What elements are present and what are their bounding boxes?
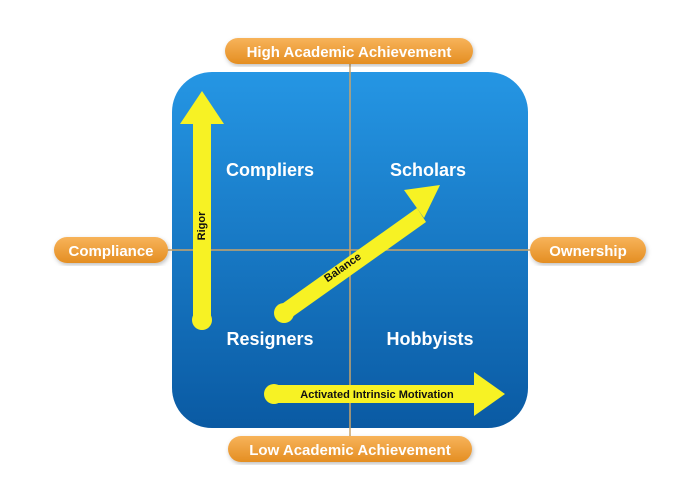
- motivation-arrow-label: Activated Intrinsic Motivation: [300, 389, 454, 401]
- axis-label-left: Compliance: [54, 237, 168, 263]
- axis-label-top: High Academic Achievement: [225, 38, 473, 64]
- axis-label-left-text: Compliance: [68, 243, 153, 260]
- axis-label-right: Ownership: [530, 237, 646, 263]
- quadrant-label-resigners: Resigners: [226, 329, 313, 349]
- rigor-arrow: Rigor: [180, 91, 224, 330]
- quadrant-label-scholars: Scholars: [390, 160, 466, 180]
- motivation-arrow: Activated Intrinsic Motivation: [264, 372, 505, 416]
- axis-label-right-text: Ownership: [549, 243, 627, 260]
- rigor-arrow-label: Rigor: [196, 211, 208, 240]
- axis-label-top-text: High Academic Achievement: [247, 44, 452, 61]
- quadrant-label-compliers: Compliers: [226, 160, 314, 180]
- quadrant-label-hobbyists: Hobbyists: [386, 329, 473, 349]
- axis-label-bottom: Low Academic Achievement: [228, 436, 472, 462]
- axis-label-bottom-text: Low Academic Achievement: [249, 442, 450, 459]
